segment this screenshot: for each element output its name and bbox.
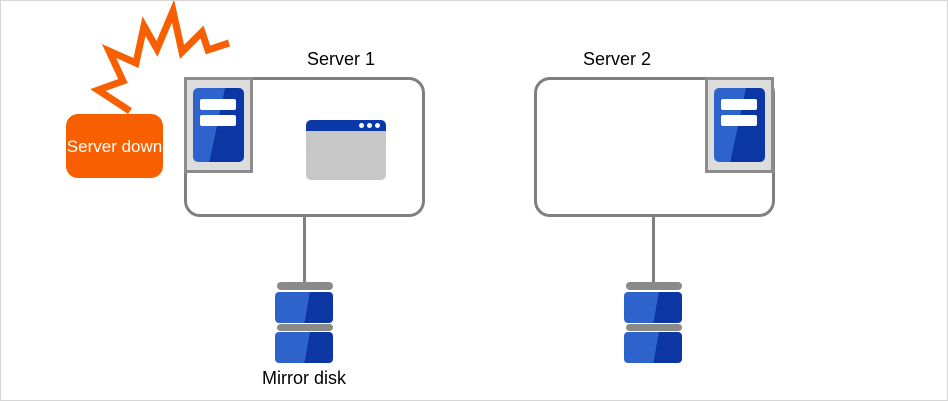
window-dot-icon <box>367 123 372 128</box>
window-dot-icon <box>359 123 364 128</box>
tower-slot-bar <box>200 115 236 126</box>
tower-slot-bar <box>200 99 236 110</box>
server2-disk-connector-line <box>652 216 655 283</box>
tower-slot-bar <box>721 99 757 110</box>
server-down-label: Server down <box>66 136 163 156</box>
server2-tower-icon <box>705 77 774 173</box>
server1-disk-connector-line <box>303 216 306 283</box>
disk-platter-icon <box>275 332 333 363</box>
disk-platter-icon <box>624 332 682 363</box>
tower-slot-bar <box>721 115 757 126</box>
server2-title: Server 2 <box>582 49 652 69</box>
window-body <box>306 131 386 180</box>
server-down-badge: Server down <box>66 114 163 178</box>
window-dot-icon <box>375 123 380 128</box>
mirror-disk-label: Mirror disk <box>262 368 346 388</box>
disk-divider <box>277 324 333 331</box>
disk-platter-icon <box>275 292 333 323</box>
disk-cap <box>626 282 682 290</box>
server-tower-glyph <box>714 88 765 162</box>
server1-tower-icon <box>184 77 253 173</box>
server-tower-glyph <box>193 88 244 162</box>
disk-divider <box>626 324 682 331</box>
server1-title: Server 1 <box>306 49 376 69</box>
window-titlebar <box>306 120 386 131</box>
disk-platter-icon <box>624 292 682 323</box>
app-window-icon <box>306 120 386 180</box>
disk-cap <box>277 282 333 290</box>
